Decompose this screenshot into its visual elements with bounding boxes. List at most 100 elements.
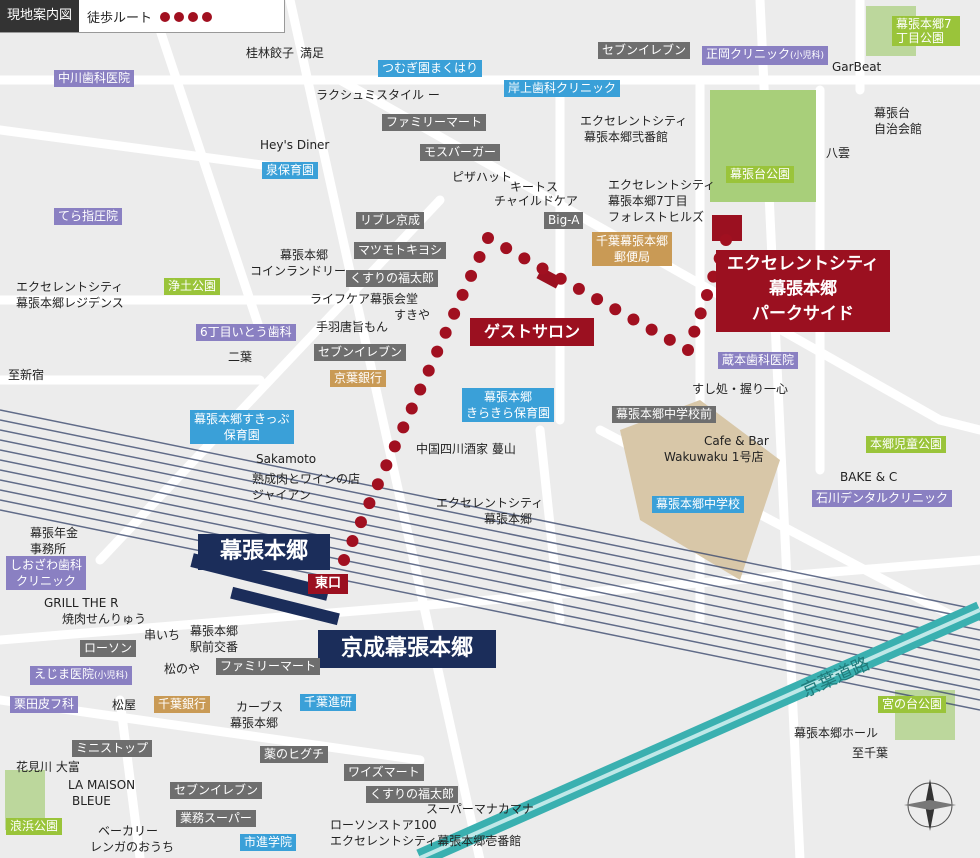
label-katsura: 桂林餃子: [246, 46, 295, 60]
poi-kusuri-higu: 薬のヒグチ: [260, 746, 329, 763]
route-dot: [338, 554, 350, 566]
poi-tera: てら指圧院: [54, 208, 123, 225]
east-exit-label: 東口: [308, 574, 348, 594]
route-dot: [518, 252, 531, 265]
route-legend-label: 徒歩ルート: [87, 10, 153, 26]
poi-chiba-bank: 千葉銀行: [154, 696, 211, 713]
poi-shooka-clinic: 正岡クリニック(小児科): [702, 46, 829, 65]
label-bake: BAKE & C: [840, 470, 898, 484]
label-ex7-3: フォレストヒルズ: [608, 210, 705, 224]
label-pizza: ピザハット: [452, 170, 513, 184]
label-maison1: LA MAISON: [68, 778, 136, 792]
label-nenkin1: 幕張年金: [30, 526, 79, 540]
poi-nami-park: 浪浜公園: [6, 818, 63, 835]
poi-matsumoto: マツモトキヨシ: [354, 242, 447, 259]
poi-chiba-post-line1: 千葉幕張本郷: [596, 234, 669, 248]
label-mitsuboshi: 満足: [300, 46, 325, 60]
jr-station-label: 幕張本郷: [198, 534, 330, 570]
poi-oshizawa: しおざわ歯科クリニック: [6, 556, 87, 590]
property-name-line1: エクセレントシティ: [727, 254, 879, 274]
label-raku: ラクシュミスタイル ー: [316, 88, 440, 102]
label-ex2-1: エクセレントシティ: [580, 114, 688, 128]
route-dot: [536, 262, 549, 275]
route-dot: [414, 383, 427, 396]
route-dot: [572, 282, 585, 295]
label-jichi2: 自治会館: [874, 122, 923, 136]
poi-oshizawa-line1: しおざわ歯科: [10, 558, 83, 572]
route-dot: [663, 333, 676, 346]
poi-kusuri-top: くすりの福太郎: [346, 270, 439, 287]
label-jukusei2: ジャイアン: [252, 488, 311, 502]
poi-kirakira: 幕張本郷きらきら保育園: [462, 388, 555, 422]
poi-ishikawa: 石川デンタルクリニック: [812, 490, 953, 507]
map-title: 現地案内図: [0, 0, 80, 32]
label-kits1: キートス: [510, 180, 559, 194]
label-koban2: 駅前交番: [190, 640, 239, 654]
label-hall: 幕張本郷ホール: [794, 726, 879, 740]
label-shishin: 至新宿: [8, 368, 45, 382]
poi-chiba-post: 千葉幕張本郷郵便局: [592, 232, 673, 266]
label-grill1: GRILL THE R: [44, 596, 119, 610]
label-ex1-2: 幕張本郷: [484, 512, 533, 526]
label-maison2: BLEUE: [72, 794, 111, 808]
poi-family-bot: ファミリーマート: [216, 658, 321, 675]
keisei-station-label: 京成幕張本郷: [318, 630, 496, 668]
label-ex-ichi: エクセレントシティ幕張本郷壱番館: [330, 834, 522, 848]
poi-tsumugi: つむぎ園まくはり: [378, 60, 483, 77]
label-teba: 手羽唐旨もん: [316, 320, 389, 334]
poi-kirakira-line2: きらきら保育園: [466, 406, 551, 420]
compass-icon: [904, 779, 956, 831]
route-dot: [397, 421, 410, 434]
label-bakery1: ベーカリー: [98, 824, 159, 838]
label-jichi1: 幕張台: [874, 106, 911, 120]
poi-oshizawa-line2: クリニック: [16, 574, 77, 588]
poi-chiba-post-line2: 郵便局: [614, 250, 651, 264]
label-kits2: チャイルドケア: [494, 194, 578, 208]
poi-nakagawa-dental: 中川歯科医院: [54, 70, 135, 87]
route-dot: [354, 516, 367, 529]
label-ex1-1: エクセレントシティ: [436, 496, 544, 510]
route-dot: [482, 232, 494, 244]
poi-park7: 幕張本郷7丁目公園: [892, 16, 960, 46]
poi-jhs: 幕張本郷中学校: [652, 496, 745, 513]
label-chugoku: 中国四川酒家 蔓山: [416, 442, 516, 456]
poi-family-top: ファミリーマート: [382, 114, 487, 131]
poi-mos: モスバーガー: [420, 144, 501, 161]
poi-rokucho: 6丁目いとう歯科: [196, 324, 296, 341]
label-heys: Hey's Diner: [260, 138, 330, 152]
route-dot: [554, 272, 567, 285]
property-name-line3: パークサイド: [752, 304, 854, 324]
route-dot: [448, 307, 461, 320]
label-ex7-2: 幕張本郷7丁目: [608, 194, 688, 208]
route-dot: [645, 323, 658, 336]
label-curves2: 幕張本郷: [230, 716, 279, 730]
label-grill2: 焼肉せんりゅう: [62, 612, 147, 626]
poi-jhs-stop: 幕張本郷中学校前: [612, 406, 717, 423]
label-shichiba: 至千葉: [852, 746, 889, 760]
label-ex7-1: エクセレントシティ: [608, 178, 716, 192]
label-spar: スーパーマナカマナ: [426, 802, 534, 816]
poi-ministop: ミニストップ: [72, 740, 153, 757]
property-name-line2: 幕張本郷: [769, 279, 837, 299]
poi-kuramoto: 蔵本歯科医院: [718, 352, 799, 369]
label-curves1: カーブス: [236, 700, 284, 714]
label-bakery2: レンガのおうち: [90, 840, 175, 854]
label-yakumo: 八雲: [826, 146, 851, 160]
route-dot: [439, 326, 452, 339]
poi-seven-top: セブンイレブン: [598, 42, 691, 59]
poi-makuhari-park: 幕張台公園: [726, 166, 795, 183]
label-jukusei1: 熟成肉とワインの店: [252, 472, 361, 486]
route-dot: [388, 440, 401, 453]
route-legend-dots-icon: [160, 7, 216, 26]
label-koban1: 幕張本郷: [190, 624, 239, 638]
route-dot: [465, 269, 478, 282]
label-matsu: 松のや: [164, 662, 201, 676]
poi-sukippu-line2: 保育園: [223, 428, 260, 442]
poi-ejima-sub: (小児科): [94, 671, 129, 681]
poi-kishigami: 岸上歯科クリニック: [504, 80, 621, 97]
label-ex2-2: 幕張本郷弐番館: [584, 130, 669, 144]
route-dot: [627, 313, 640, 326]
label-sukiya: すきや: [394, 308, 431, 322]
